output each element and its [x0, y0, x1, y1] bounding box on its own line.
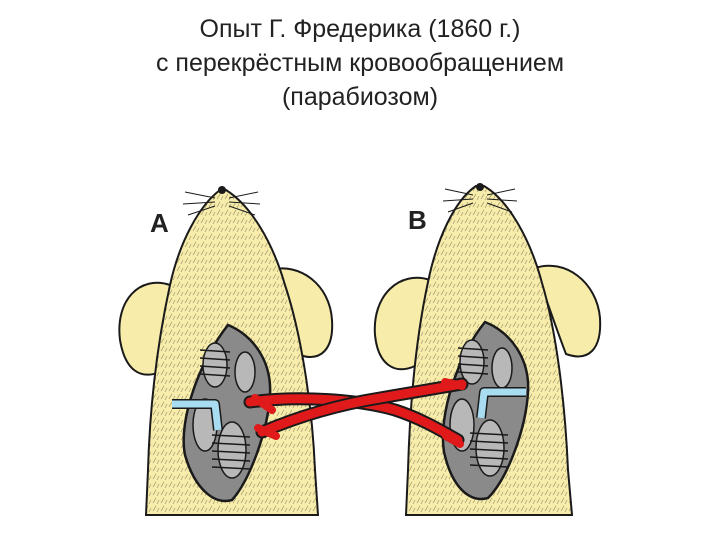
slide-title: Опыт Г. Фредерика (1860 г.) с перекрёстн…: [0, 12, 720, 114]
title-line-2: с перекрёстным кровообращением: [155, 49, 565, 77]
animal-b-right-ear: [533, 264, 602, 358]
title-line-1: Опыт Г. Фредерика (1860 г.): [199, 15, 521, 43]
animal-a-organs: [192, 342, 256, 479]
vessel-stub-b: [441, 378, 466, 448]
animal-b-whiskers: [442, 188, 518, 213]
crossed-vessels: [243, 377, 469, 448]
title-line-3: (парабиозом): [281, 83, 439, 111]
animal-a-nose: [218, 186, 226, 194]
animal-a-whiskers: [182, 191, 261, 216]
label-animal-a: A: [150, 208, 169, 238]
vessel-stub-a: [251, 394, 280, 440]
label-animal-b: B: [408, 205, 427, 235]
animal-b-nose: [476, 183, 484, 191]
